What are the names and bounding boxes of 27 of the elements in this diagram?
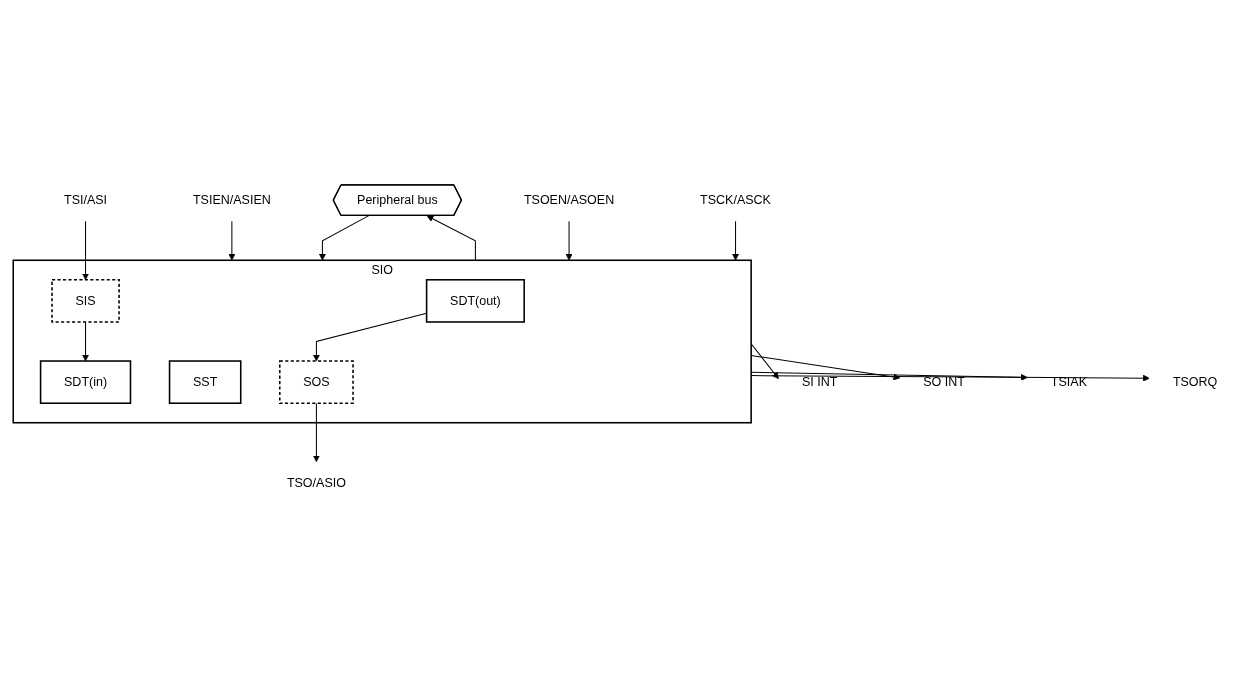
node-text: TSIEN/ASIEN xyxy=(192,193,271,207)
arrow xyxy=(312,312,427,362)
node-text: TSI/ASI xyxy=(63,193,107,207)
node-box: SDT(in) xyxy=(39,360,131,404)
node-box: SDT(out) xyxy=(425,279,525,323)
node-text: TSORQ xyxy=(1172,375,1217,389)
node-text: SI INT xyxy=(801,375,837,389)
node-text: TSIAK xyxy=(1050,375,1087,389)
node-box: SOS xyxy=(278,360,354,404)
node-text: TSOEN/ASOEN xyxy=(523,193,614,207)
arrow xyxy=(81,321,89,362)
node-text: TSO/ASIO xyxy=(286,475,346,490)
arrow xyxy=(750,343,779,379)
arrow xyxy=(750,354,900,381)
arrow xyxy=(565,220,572,261)
arrow xyxy=(81,220,89,281)
arrow xyxy=(426,215,476,261)
node-box: SIS xyxy=(50,279,120,323)
arrow xyxy=(318,214,370,261)
node-box: SST xyxy=(168,360,241,404)
arrow xyxy=(750,374,1150,382)
arrow xyxy=(731,220,739,261)
node-text: SO INT xyxy=(922,375,965,389)
arrow xyxy=(227,220,235,261)
arrow xyxy=(750,371,1028,381)
arrow xyxy=(312,402,320,463)
node-text: TSCK/ASCK xyxy=(699,193,771,207)
